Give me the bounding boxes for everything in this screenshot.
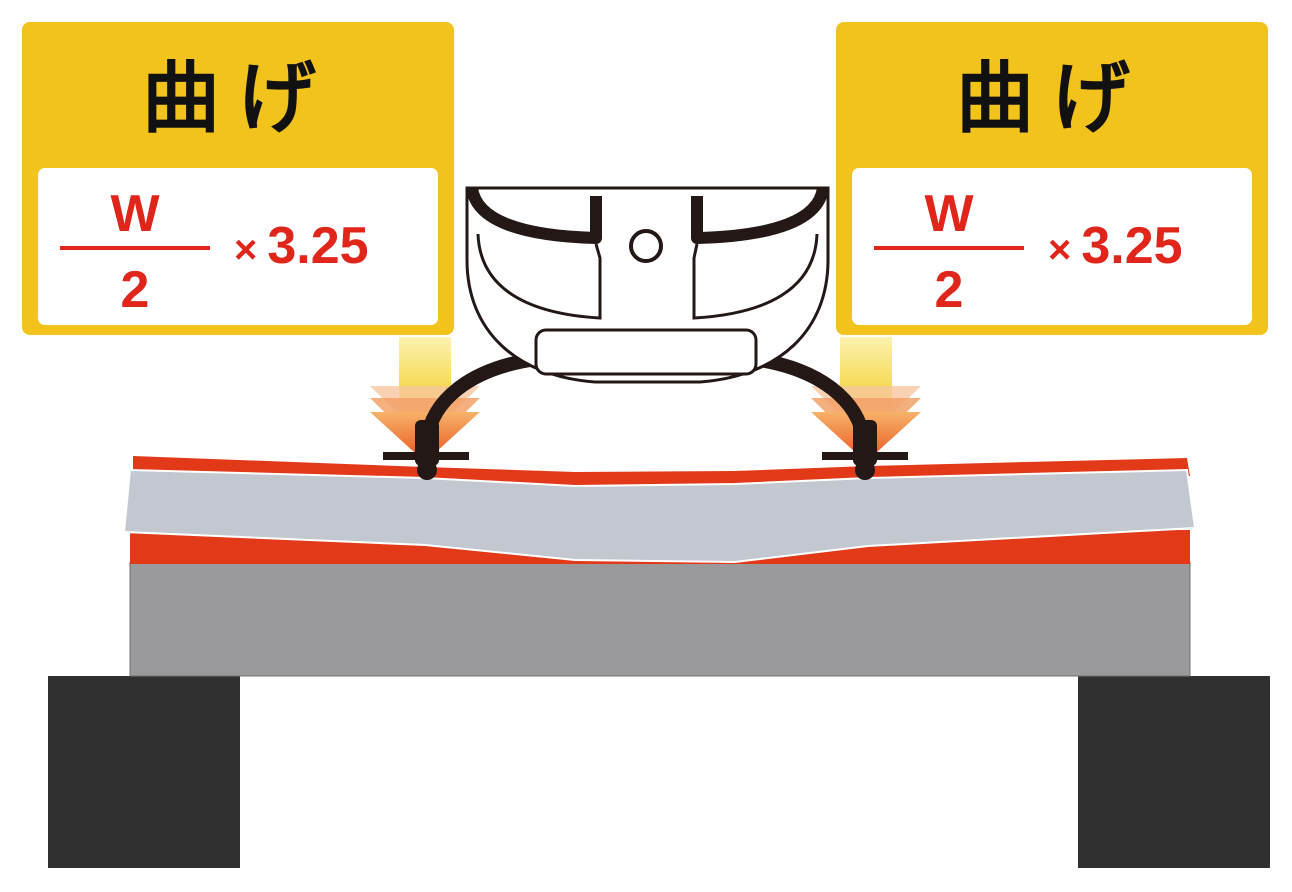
right-multiplier: ×3.25 — [1048, 220, 1183, 272]
left-multiplier: ×3.25 — [234, 220, 369, 272]
bending-board — [122, 468, 1197, 564]
right-multiplier-value: 3.25 — [1081, 217, 1183, 275]
base-slab — [129, 561, 1191, 677]
left-fraction-denominator: 2 — [120, 261, 150, 319]
head-bolt-icon — [629, 229, 663, 263]
right-support-block — [1078, 676, 1270, 868]
left-bending-card: 曲げ W 2 ×3.25 — [22, 22, 454, 335]
right-fraction-numerator: W — [924, 185, 974, 243]
right-formula-box: W 2 ×3.25 — [852, 168, 1252, 325]
left-multiplier-value: 3.25 — [267, 217, 369, 275]
right-presser-foot — [822, 420, 908, 480]
pressing-head — [465, 186, 830, 384]
left-support-block — [48, 676, 240, 868]
right-bending-card: 曲げ W 2 ×3.25 — [836, 22, 1268, 335]
right-fraction-bar — [874, 246, 1024, 250]
left-card-title: 曲げ — [141, 54, 334, 144]
left-formula-box: W 2 ×3.25 — [38, 168, 438, 325]
left-fraction-numerator: W — [110, 185, 160, 243]
left-presser-foot — [383, 420, 469, 480]
right-fraction-denominator: 2 — [934, 261, 964, 319]
right-multiply-sign: × — [1048, 228, 1072, 272]
right-card-title: 曲げ — [955, 54, 1148, 144]
left-multiply-sign: × — [234, 228, 258, 272]
left-fraction-bar — [60, 246, 210, 250]
